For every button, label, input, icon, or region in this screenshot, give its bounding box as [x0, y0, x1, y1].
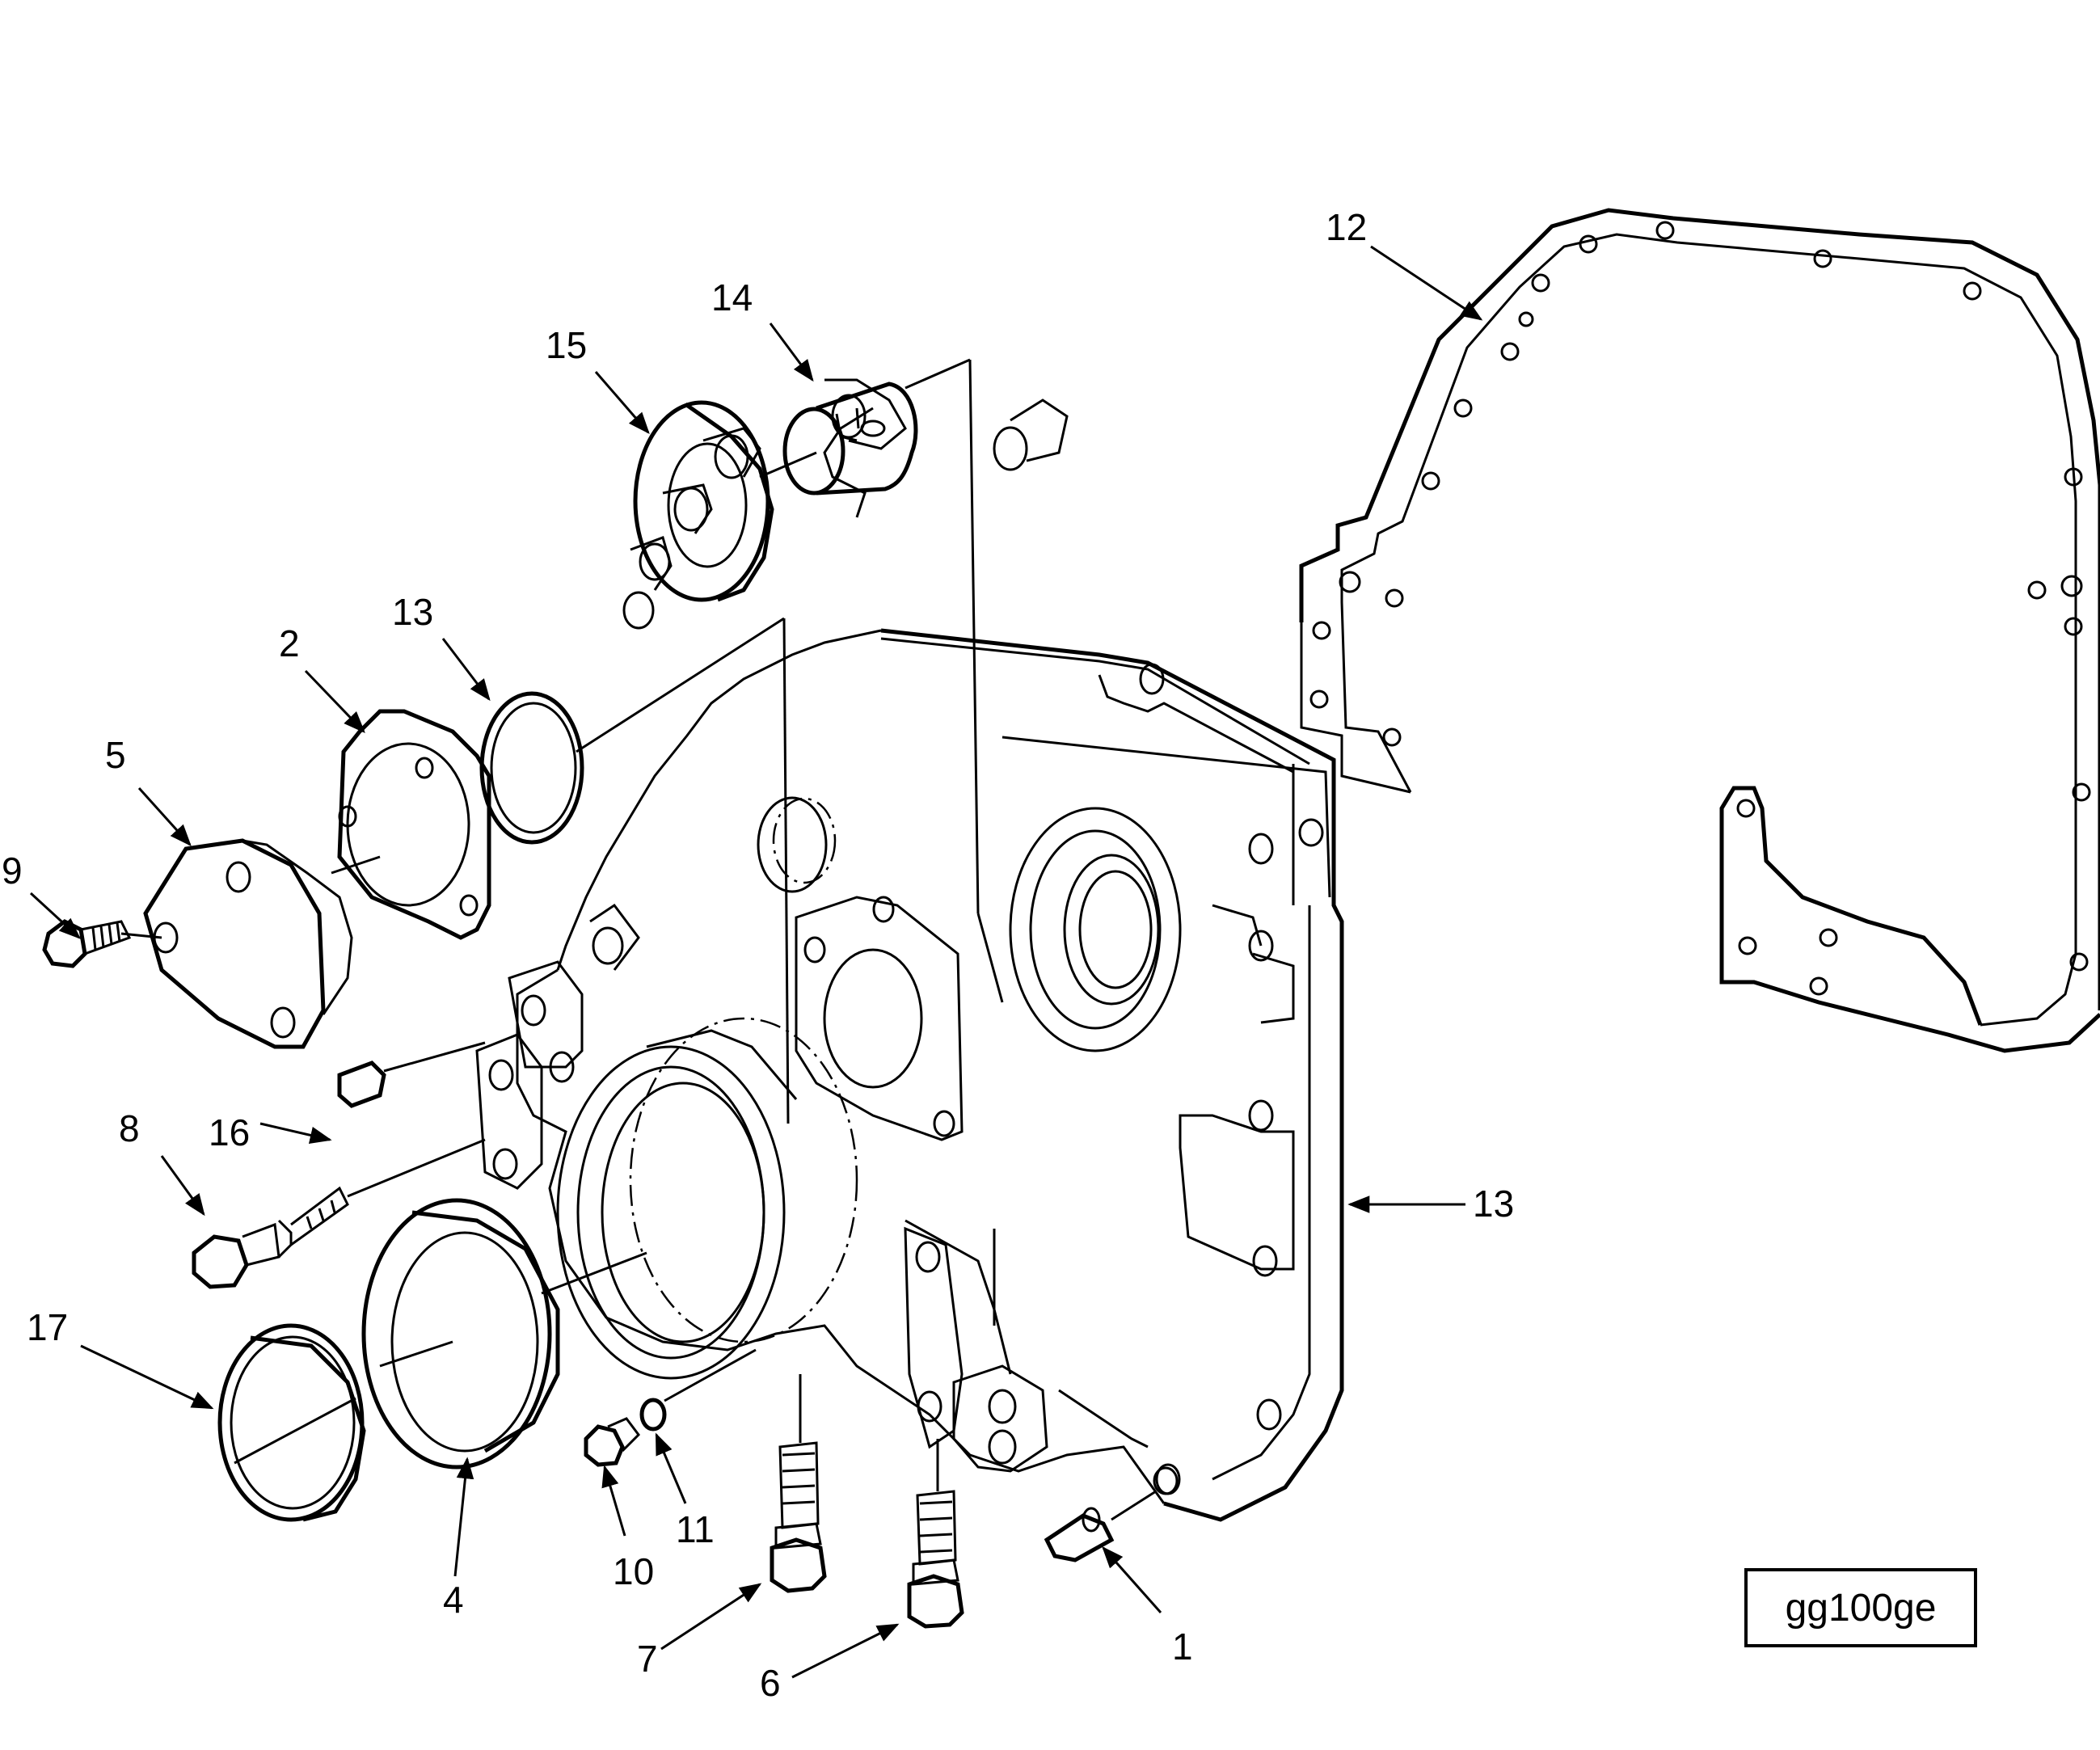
- callout-14: 14: [711, 276, 753, 318]
- dowel-1: [1044, 1507, 1115, 1562]
- gear-housing-13: [475, 378, 1344, 1522]
- o-ring-13: [479, 691, 584, 845]
- leader-arrows: [29, 245, 1483, 1679]
- callout-16: 16: [209, 1111, 250, 1153]
- callout-10: 10: [613, 1550, 654, 1592]
- gasket-12: [1299, 208, 2100, 1053]
- gasket-2: [337, 709, 491, 940]
- callout-13-o-ring: 13: [392, 591, 433, 633]
- callout-6: 6: [760, 1662, 781, 1704]
- callout-11: 11: [676, 1508, 715, 1550]
- callout-17: 17: [27, 1306, 68, 1348]
- seal-15: [633, 400, 774, 602]
- dowel-16: [337, 1061, 386, 1108]
- callout-4: 4: [443, 1579, 464, 1621]
- cover-5: [143, 838, 353, 1049]
- callout-labels: 12 14 15 13 2 5 9 16 8 17 4 10 11 7 6 1 …: [2, 206, 1514, 1704]
- seal-4: [361, 1198, 560, 1470]
- capscrew-9: [42, 919, 132, 968]
- plug-10: [584, 1417, 640, 1467]
- callout-8: 8: [119, 1107, 140, 1149]
- assembly-lines: [120, 358, 1157, 1521]
- callout-9: 9: [2, 850, 23, 892]
- capscrew-8: [192, 1186, 349, 1289]
- callout-15: 15: [546, 324, 587, 366]
- o-ring-11: [639, 1398, 667, 1432]
- capscrew-7: [770, 1441, 827, 1593]
- callout-1: 1: [1172, 1626, 1193, 1668]
- capscrew-6: [907, 1490, 964, 1629]
- callout-7: 7: [637, 1638, 658, 1680]
- callout-12: 12: [1326, 206, 1367, 248]
- seal-sleeve-17: [217, 1323, 366, 1522]
- callout-2: 2: [279, 622, 300, 664]
- callout-13-housing: 13: [1473, 1183, 1514, 1225]
- bushing-14: [782, 382, 918, 495]
- drawing-code-label: gg100ge: [1744, 1568, 1977, 1647]
- callout-5: 5: [105, 734, 126, 776]
